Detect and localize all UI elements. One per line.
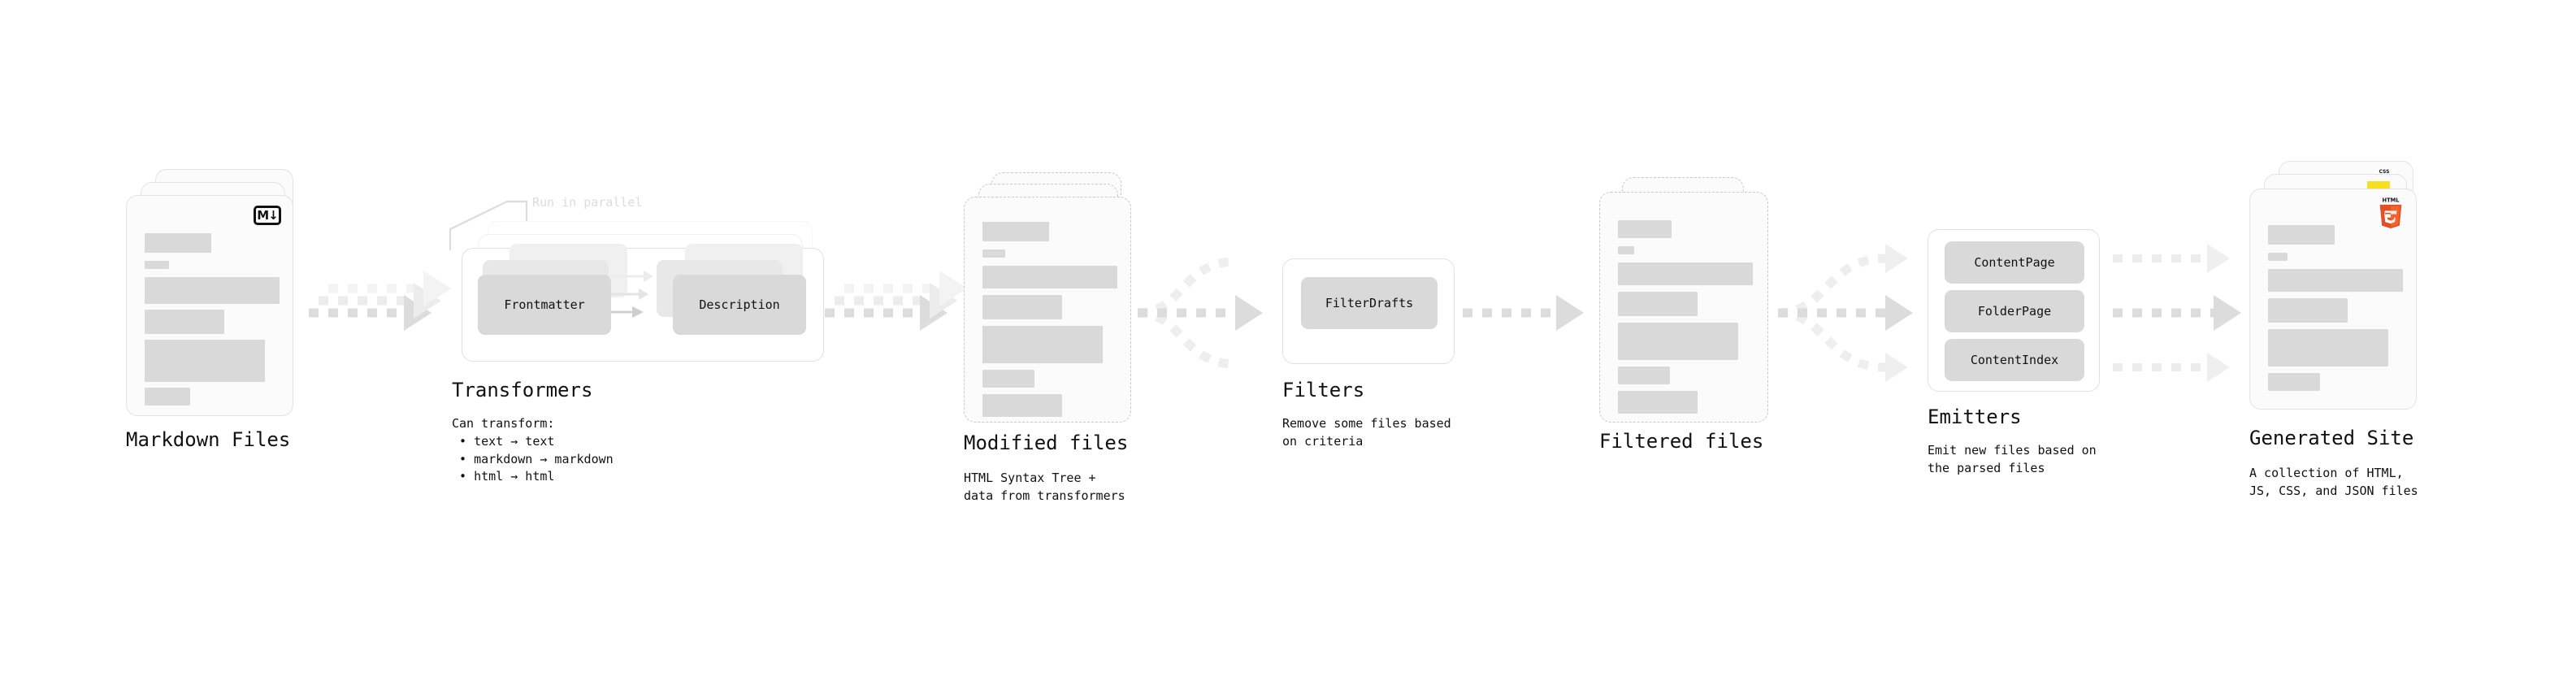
filters-card: FilterDrafts bbox=[1282, 258, 1455, 364]
doc-bar bbox=[2268, 225, 2335, 245]
filters-description: Remove some files based on criteria bbox=[1282, 416, 1451, 449]
chip-label: FolderPage bbox=[1977, 304, 2052, 319]
html5-badge-icon: HTML bbox=[2379, 197, 2402, 228]
doc-bar bbox=[982, 249, 1005, 258]
doc-bar bbox=[1618, 220, 1672, 238]
doc-bar bbox=[2268, 373, 2320, 391]
connector-filtered-to-emitters bbox=[1777, 243, 1913, 383]
connector-filters-to-filtered bbox=[1463, 295, 1584, 331]
doc-bar bbox=[982, 266, 1117, 288]
document-card-front bbox=[964, 197, 1131, 423]
transformers-title: Transformers bbox=[452, 379, 593, 401]
generated-site-title: Generated Site bbox=[2249, 427, 2414, 449]
doc-bar bbox=[1618, 262, 1753, 285]
doc-bar bbox=[1618, 246, 1634, 254]
doc-bar bbox=[982, 222, 1049, 241]
doc-bar bbox=[982, 326, 1103, 363]
emitters-title: Emitters bbox=[1928, 406, 2022, 428]
modified-files-description: HTML Syntax Tree + data from transformer… bbox=[964, 471, 1125, 503]
run-in-parallel-bracket bbox=[449, 200, 528, 250]
emitters-description: Emit new files based on the parsed files bbox=[1928, 443, 2097, 475]
doc-bar bbox=[1618, 292, 1698, 316]
emitters-card: ContentPage FolderPage ContentIndex bbox=[1928, 229, 2100, 392]
filtered-files-title: Filtered files bbox=[1599, 430, 1764, 453]
chip-label: FilterDrafts bbox=[1325, 296, 1414, 310]
doc-bar bbox=[2268, 298, 2348, 323]
doc-bar bbox=[1618, 323, 1738, 360]
chip-label: Description bbox=[699, 297, 780, 312]
doc-bar bbox=[982, 370, 1034, 388]
emitter-chip-folderpage[interactable]: FolderPage bbox=[1945, 290, 2084, 332]
document-card-front: M↓ bbox=[126, 195, 293, 416]
markdown-files-title: Markdown Files bbox=[126, 428, 291, 451]
doc-bar bbox=[982, 295, 1062, 319]
doc-bar bbox=[145, 388, 190, 406]
connector-md-to-transformers bbox=[309, 271, 451, 331]
doc-bar bbox=[145, 233, 211, 253]
connector-transformers-to-modified bbox=[825, 271, 967, 331]
doc-bar bbox=[145, 340, 265, 382]
document-card-front: HTML bbox=[2249, 189, 2417, 410]
transformer-chip-frontmatter[interactable]: Frontmatter bbox=[478, 275, 611, 335]
emitter-chip-contentpage[interactable]: ContentPage bbox=[1945, 241, 2084, 284]
doc-bar bbox=[1618, 367, 1670, 384]
run-in-parallel-label: Run in parallel bbox=[532, 195, 643, 210]
svg-text:HTML: HTML bbox=[2383, 197, 2400, 204]
doc-bar bbox=[1618, 391, 1698, 414]
emitter-chip-contentindex[interactable]: ContentIndex bbox=[1945, 339, 2084, 381]
transformer-chip-description[interactable]: Description bbox=[673, 275, 806, 335]
doc-bar bbox=[2268, 253, 2288, 261]
doc-bar bbox=[145, 261, 169, 269]
doc-bar bbox=[145, 310, 224, 334]
filter-chip-filterdrafts[interactable]: FilterDrafts bbox=[1301, 277, 1438, 329]
modified-files-title: Modified files bbox=[964, 432, 1129, 454]
chip-label: Frontmatter bbox=[504, 297, 585, 312]
generated-site-description: A collection of HTML, JS, CSS, and JSON … bbox=[2249, 466, 2418, 498]
chip-label: ContentIndex bbox=[1970, 353, 2059, 367]
markdown-badge-icon: M↓ bbox=[254, 206, 281, 225]
chip-label: ContentPage bbox=[1974, 255, 2055, 270]
document-card-front bbox=[1599, 192, 1768, 423]
doc-bar bbox=[2268, 329, 2388, 367]
doc-bar bbox=[982, 394, 1062, 417]
connector-emitters-to-site bbox=[2113, 243, 2241, 383]
connector-modified-to-filters bbox=[1137, 257, 1263, 369]
doc-bar bbox=[145, 277, 280, 304]
doc-bar bbox=[2268, 269, 2403, 292]
transformers-description: Can transform: • text → text • markdown … bbox=[452, 416, 614, 484]
filters-title: Filters bbox=[1282, 379, 1365, 401]
